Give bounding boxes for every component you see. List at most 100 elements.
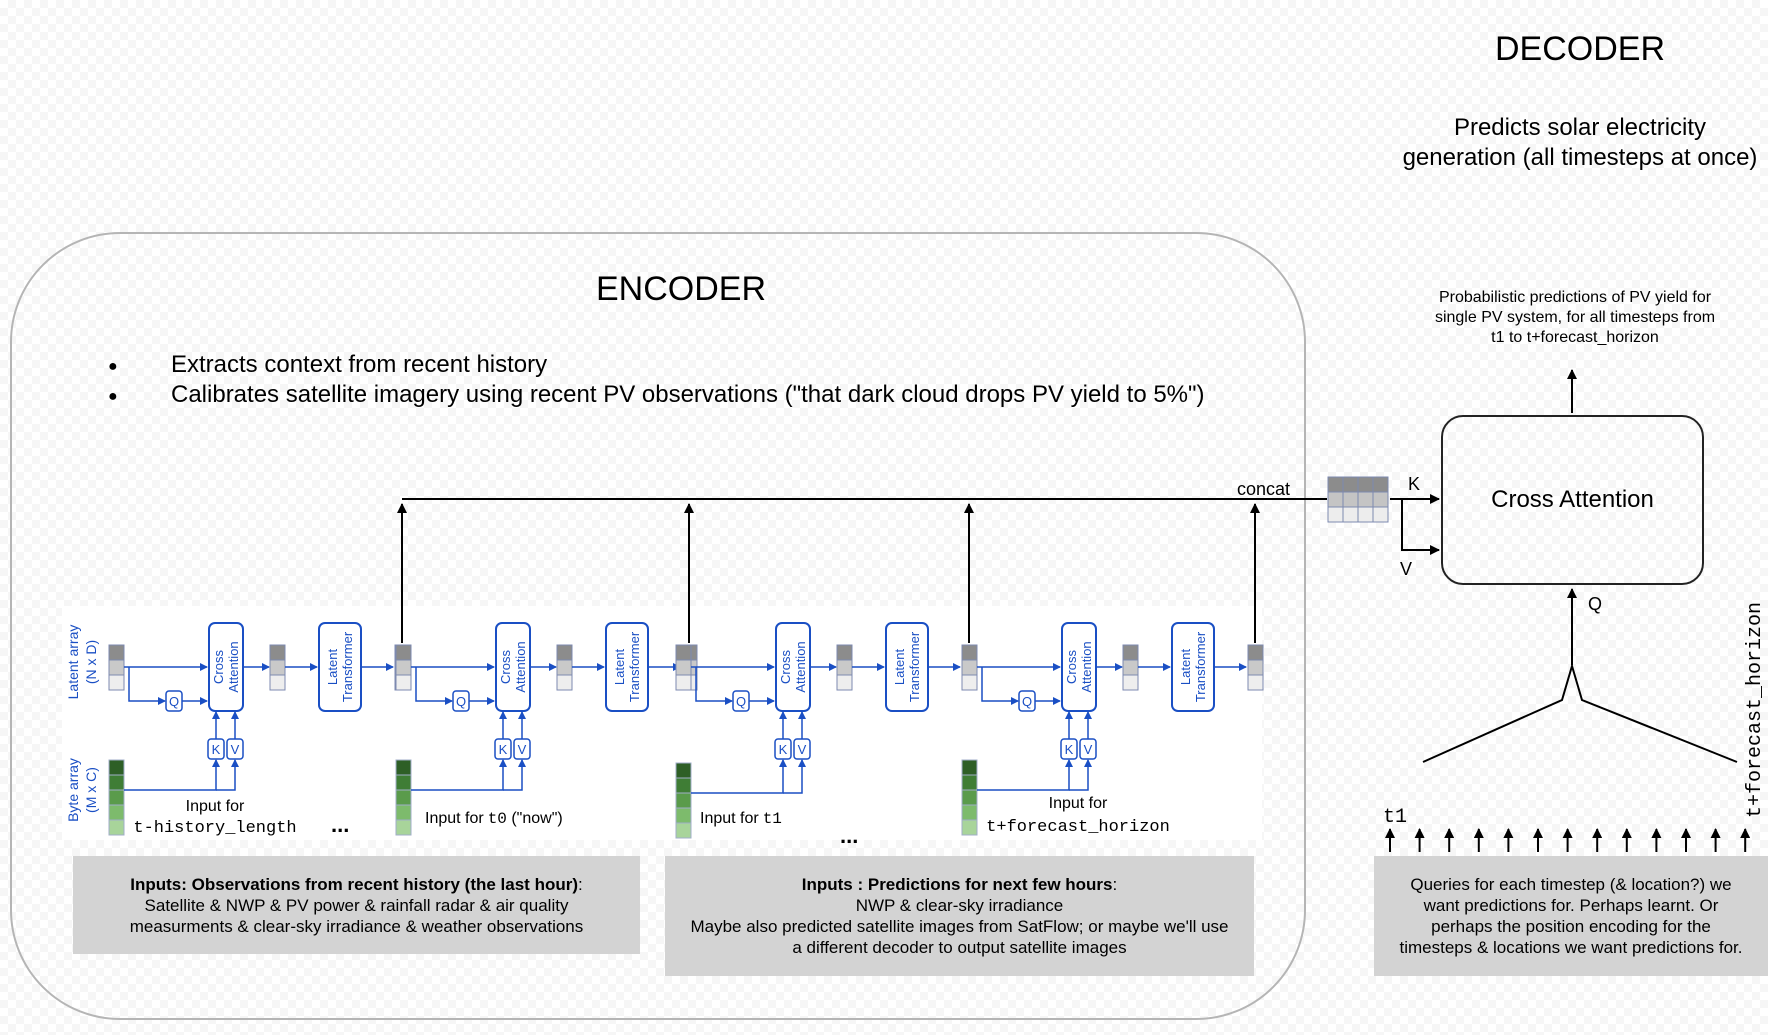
byte-array-1-cell bbox=[108, 789, 125, 806]
latent-mid-1-cell bbox=[269, 674, 286, 691]
queries-box: Queries for each timestep (& location?) … bbox=[1374, 856, 1768, 976]
q-box: Q bbox=[732, 690, 750, 712]
latent-array-in-2 bbox=[395, 644, 412, 691]
inputs-future-heading-row: Inputs : Predictions for next few hours: bbox=[665, 874, 1254, 895]
latent-array-in-4 bbox=[961, 644, 978, 691]
v-box: V bbox=[793, 738, 811, 760]
latent-to-q-arrow bbox=[128, 667, 166, 705]
latent-array-in-1-cell bbox=[108, 674, 125, 691]
latent-array-in-1 bbox=[108, 644, 125, 691]
bullet-text-2: Calibrates satellite imagery using recen… bbox=[171, 381, 1205, 408]
inputs-future-line-1: NWP & clear-sky irradiance bbox=[855, 896, 1064, 915]
v-box-label: V bbox=[518, 742, 527, 757]
q-box-label: Q bbox=[1022, 694, 1032, 709]
byte-array-3-cell bbox=[675, 777, 692, 794]
byte-array-label-1: Byte array bbox=[65, 758, 81, 822]
inputs-future-line-2: Maybe also predicted satellite images fr… bbox=[690, 917, 1229, 936]
byte-array-1-cell bbox=[108, 819, 125, 836]
query-merge-lines bbox=[1422, 662, 1738, 763]
output-line-2: single PV system, for all timesteps from bbox=[1434, 309, 1716, 326]
latent-mid-4 bbox=[1122, 644, 1139, 691]
latent-array-in-3 bbox=[675, 644, 692, 691]
byte-array-2-cell bbox=[395, 774, 412, 791]
v-box-label: V bbox=[231, 742, 240, 757]
inputs-future-box: Inputs : Predictions for next few hours:… bbox=[665, 856, 1254, 976]
latent-mid-1 bbox=[269, 644, 286, 691]
cross-attention-box-line2: Attention bbox=[793, 641, 808, 692]
latent-mid-3-cell bbox=[836, 644, 853, 661]
latent-array-in-3-cell bbox=[675, 659, 692, 676]
byte-array-4-cell bbox=[961, 774, 978, 791]
byte-to-v-arrow bbox=[503, 759, 526, 791]
q-label: Q bbox=[1588, 594, 1602, 614]
v-label: V bbox=[1400, 559, 1412, 579]
byte-to-k-arrow bbox=[691, 759, 787, 794]
inputs-history-box: Inputs: Observations from recent history… bbox=[73, 856, 640, 954]
latent-mid-1-cell bbox=[269, 644, 286, 661]
latent-mid-3-cell bbox=[836, 659, 853, 676]
q-box: Q bbox=[1018, 690, 1036, 712]
k-box-label: K bbox=[499, 742, 508, 757]
input-history-caption: Input for bbox=[186, 798, 245, 815]
byte-array-4-cell bbox=[961, 789, 978, 806]
latent-transformer-box-line2: Transformer bbox=[340, 631, 355, 702]
latent-transformer-box-line1: Latent bbox=[892, 649, 907, 686]
decoder-cross-attention-box: Cross Attention bbox=[1441, 415, 1704, 585]
v-box: V bbox=[513, 738, 531, 760]
encoder-title: ENCODER bbox=[596, 270, 767, 308]
latent-array-in-2-cell bbox=[395, 674, 412, 691]
byte-array-1-cell bbox=[108, 774, 125, 791]
v-box-label: V bbox=[798, 742, 807, 757]
queries-line-2: want predictions for. Perhaps learnt. Or bbox=[1423, 896, 1719, 915]
cross-attention-box-line2: Attention bbox=[513, 641, 528, 692]
byte-to-v-arrow bbox=[216, 759, 239, 791]
k-box-label: K bbox=[779, 742, 788, 757]
latent-array-label-1: Latent array bbox=[65, 625, 81, 700]
byte-array-3-cell bbox=[675, 762, 692, 779]
latent-array-label-2: (N x D) bbox=[83, 640, 99, 684]
query-arrows bbox=[1385, 828, 1751, 852]
byte-array-3-cell bbox=[675, 822, 692, 839]
latent-array-in-1-cell bbox=[108, 659, 125, 676]
latent-mid-2-cell bbox=[556, 674, 573, 691]
latent-array-in-2-cell bbox=[395, 644, 412, 661]
latent-array-in-4-cell bbox=[961, 644, 978, 661]
decoder-title: DECODER bbox=[1495, 30, 1666, 68]
q-box: Q bbox=[165, 690, 183, 712]
byte-to-v-arrow bbox=[1069, 759, 1092, 791]
latent-transformer-box-line2: Transformer bbox=[1193, 631, 1208, 702]
latent-out-4-cell bbox=[1247, 644, 1264, 661]
latent-mid-2-cell bbox=[556, 659, 573, 676]
k-box-label: K bbox=[212, 742, 221, 757]
input-horizon-code: t+forecast_horizon bbox=[986, 818, 1170, 837]
inputs-history-line-1: Satellite & NWP & PV power & rainfall ra… bbox=[144, 896, 569, 915]
bullet-dot: ● bbox=[108, 388, 118, 405]
k-box-label: K bbox=[1065, 742, 1074, 757]
v-box-label: V bbox=[1084, 742, 1093, 757]
latent-mid-3-cell bbox=[836, 674, 853, 691]
input-t0-prefix: Input for bbox=[425, 810, 484, 827]
k-label: K bbox=[1408, 474, 1420, 494]
byte-array-4-cell bbox=[961, 759, 978, 776]
byte-array-2 bbox=[395, 759, 412, 836]
v-arrow bbox=[1401, 499, 1440, 555]
byte-to-v-arrow bbox=[783, 759, 806, 794]
ellipsis-2: ... bbox=[840, 823, 858, 848]
cross-attention-box-line2: Attention bbox=[226, 641, 241, 692]
latent-to-q-arrow bbox=[415, 667, 453, 705]
cross-attention-box-line1: Cross bbox=[778, 650, 793, 684]
decoder-output-description: Probabilistic predictions of PV yield fo… bbox=[1405, 288, 1745, 348]
byte-array-2-cell bbox=[395, 789, 412, 806]
k-box: K bbox=[1060, 738, 1078, 760]
inputs-history-line-2: measurments & clear-sky irradiance & wea… bbox=[129, 917, 584, 936]
latent-to-q-arrow bbox=[981, 667, 1019, 705]
latent-transformer-box-line2: Transformer bbox=[907, 631, 922, 702]
encoder-bullet-2: ● Calibrates satellite imagery using rec… bbox=[108, 380, 1205, 410]
byte-array-2-cell bbox=[395, 759, 412, 776]
latent-mid-4-cell bbox=[1122, 644, 1139, 661]
